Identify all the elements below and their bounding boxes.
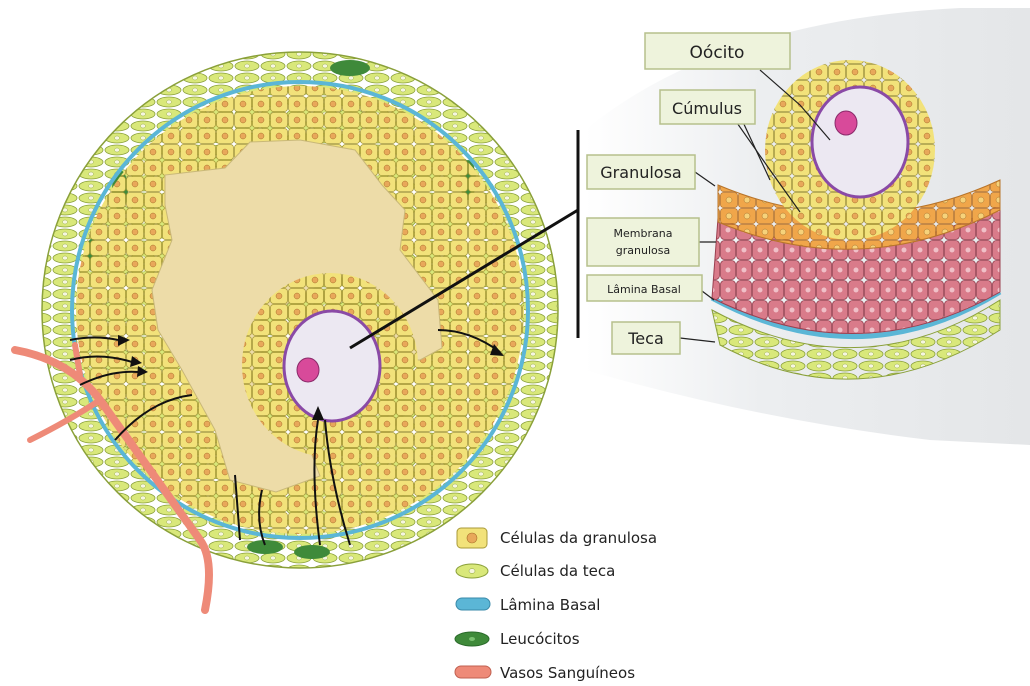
label-membrana-line2: granulosa: [616, 244, 670, 257]
legend: Células da granulosa Células da teca Lâm…: [455, 528, 657, 682]
zoom-oocyte-nucleus: [835, 111, 857, 135]
leucocito: [330, 60, 370, 76]
label-cumulus-text: Cúmulus: [672, 99, 742, 118]
legend-granulosa: Células da granulosa: [457, 528, 657, 548]
legend-teca: Células da teca: [456, 562, 615, 580]
legend-leucocitos-label: Leucócitos: [500, 630, 580, 648]
leucocito: [294, 545, 330, 559]
legend-teca-label: Células da teca: [500, 562, 615, 580]
label-teca: Teca: [612, 322, 680, 354]
label-cumulus: Cúmulus: [660, 90, 755, 124]
leucocito: [247, 540, 283, 554]
legend-vasos-label: Vasos Sanguíneos: [500, 664, 635, 682]
legend-leucocitos: Leucócitos: [455, 630, 580, 648]
legend-lamina: Lâmina Basal: [456, 596, 600, 614]
label-oocito-text: Oócito: [690, 43, 745, 63]
label-membrana: Membrana granulosa: [587, 218, 699, 266]
label-lamina-basal: Lâmina Basal: [587, 275, 702, 301]
label-membrana-line1: Membrana: [614, 227, 673, 240]
label-lamina-basal-text: Lâmina Basal: [607, 283, 681, 296]
label-oocito: Oócito: [645, 33, 790, 69]
legend-vasos: Vasos Sanguíneos: [455, 664, 635, 682]
oocyte-nucleus: [297, 358, 319, 382]
label-granulosa-text: Granulosa: [600, 163, 681, 182]
legend-granulosa-label: Células da granulosa: [500, 529, 657, 547]
zoom-oocyte: [812, 87, 908, 197]
follicle: [42, 52, 558, 568]
legend-lamina-label: Lâmina Basal: [500, 596, 600, 614]
label-granulosa: Granulosa: [587, 155, 695, 189]
label-teca-text: Teca: [627, 329, 664, 348]
